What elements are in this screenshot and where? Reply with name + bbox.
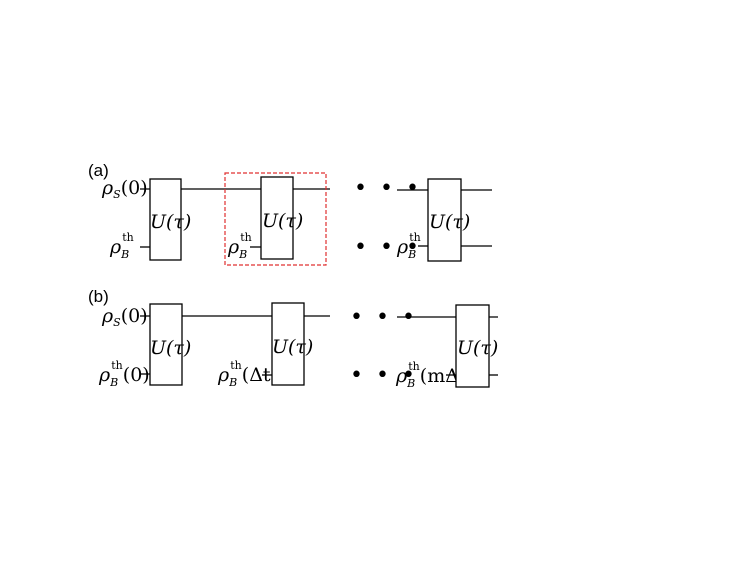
panel-b-bath-input-2: ρBth(Δt) [217, 359, 278, 389]
highlight-box [224, 172, 327, 266]
panel-b-gate-3-label: U(τ) [457, 337, 498, 359]
panel-a-ellipsis-top: • • • [354, 176, 422, 201]
panel-a-system-input: ρS(0) [101, 177, 148, 201]
panel-a-ellipsis-bottom: • • • [354, 235, 422, 260]
panel-a-bath-input-3: ρBth [396, 231, 421, 261]
panel-a-gate-3-label: U(τ) [429, 211, 470, 233]
panel-b-ellipsis-top: • • • [350, 305, 418, 330]
panel-b-bath-input-1: ρBth(0) [98, 359, 150, 389]
panel-b-gate-1-label: U(τ) [150, 337, 191, 359]
panel-a-gate-1-label: U(τ) [150, 211, 191, 233]
panel-b-gate-1 [149, 303, 183, 386]
panel-a-gate-2 [260, 176, 294, 260]
panel-a-gate-3 [427, 178, 462, 262]
panel-b-gate-2-label: U(τ) [272, 336, 313, 358]
panel-a-gate-2-label: U(τ) [262, 210, 303, 232]
panel-b-label: (b) [88, 287, 109, 306]
panel-b-gate-3 [455, 304, 490, 388]
panel-a-bath-input-1: ρBth [109, 231, 134, 261]
panel-b-system-input: ρS(0) [101, 305, 148, 329]
panel-a-gate-1 [149, 178, 182, 261]
panel-b-ellipsis-bottom: • • • [350, 363, 418, 388]
panel-b-gate-2 [271, 302, 305, 386]
panel-a-bath-input-2: ρBth [227, 231, 252, 261]
panel-a-label: (a) [88, 161, 109, 180]
